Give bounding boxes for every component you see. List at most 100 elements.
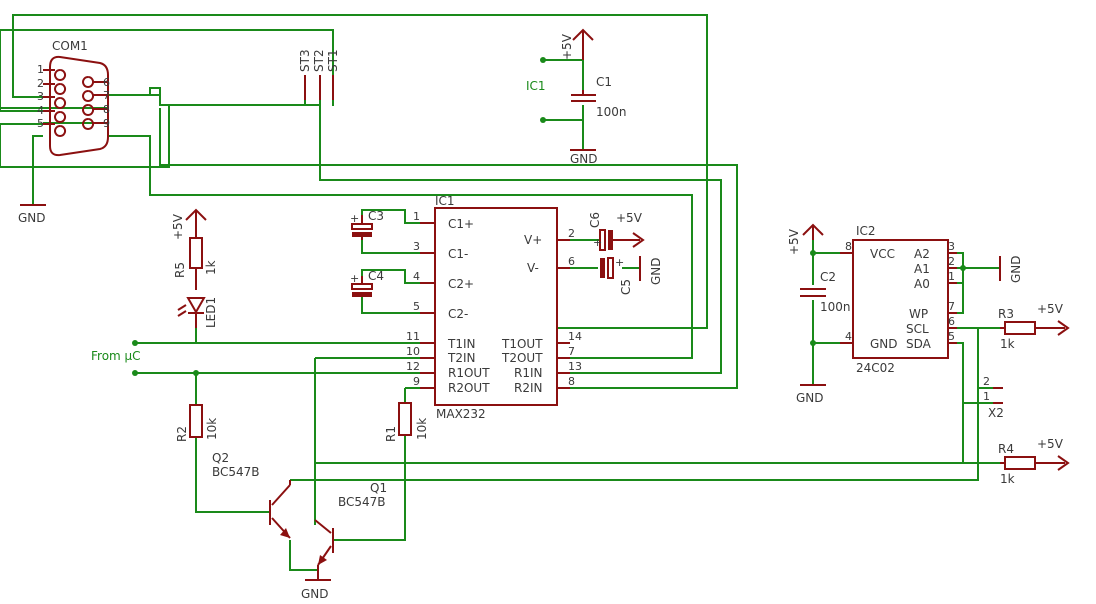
gnd-label-c1: GND: [570, 152, 598, 166]
x2-pin-1: 1: [983, 390, 990, 403]
r2-resistor: R2 10k: [175, 404, 219, 442]
max232-pin-t1in: T1IN: [447, 337, 475, 351]
com1-pin-7: 7: [103, 89, 110, 102]
ic2-pin-a2: A2: [914, 247, 930, 261]
ic2-pin-wp: WP: [909, 307, 928, 321]
r5-label: R5: [173, 262, 187, 278]
st-jumpers: ST3 ST2 ST1: [298, 49, 340, 100]
ic2-pin-a0: A0: [914, 277, 930, 291]
max232-num-2: 2: [568, 227, 575, 240]
x2-label: X2: [988, 406, 1004, 420]
c2-label: C2: [820, 270, 836, 284]
q1-label: Q1: [370, 481, 387, 495]
led1: LED1: [177, 297, 218, 328]
ic2-pin-vcc: VCC: [870, 247, 895, 261]
c5-label: C5: [619, 279, 633, 295]
r1-label: R1: [384, 426, 398, 442]
com1-pin-4: 4: [37, 104, 44, 117]
ic2-num-4: 4: [845, 330, 852, 343]
plus5v-c1: +5V: [560, 33, 574, 60]
r4-resistor: R4 1k +5V: [998, 437, 1070, 486]
com1-label: COM1: [52, 39, 88, 53]
ic1-power-label: IC1: [526, 79, 546, 93]
max232-num-6: 6: [568, 255, 575, 268]
max232-num-5: 5: [413, 300, 420, 313]
gnd-label-ic2: GND: [1009, 255, 1023, 283]
st1-label: ST1: [326, 49, 340, 72]
max232-pin-r1in: R1IN: [514, 366, 543, 380]
max232-num-4: 4: [413, 270, 420, 283]
c1-label: C1: [596, 75, 612, 89]
ic2-num-7: 7: [948, 300, 955, 313]
c4-capacitor: + C4: [350, 269, 384, 297]
r1-value: 10k: [415, 418, 429, 440]
com1-pin-1: 1: [37, 63, 44, 76]
junctions: [132, 57, 966, 376]
plus5v-c2: +5V: [787, 228, 801, 255]
c1-value: 100n: [596, 105, 627, 119]
r3-resistor: R3 1k +5V: [998, 302, 1070, 351]
max232-num-14: 14: [568, 330, 582, 343]
r4-value: 1k: [1000, 472, 1015, 486]
com1-pin-5: 5: [37, 117, 44, 130]
led1-label: LED1: [204, 297, 218, 328]
gnd-symbol-q1: GND: [301, 579, 331, 601]
q2-transistor: Q2 BC547B: [212, 451, 291, 539]
com1-connector: COM1 1 2 3 4 5 6 7 8 9: [37, 39, 110, 157]
max232-num-1: 1: [413, 210, 420, 223]
ic2-part: 24C02: [856, 361, 895, 375]
max232-pin-t2out: T2OUT: [501, 351, 543, 365]
plus5v-r5: +5V: [171, 213, 185, 240]
c6-plus: +: [593, 236, 602, 249]
c4-label: C4: [368, 269, 384, 283]
com1-pin-2: 2: [37, 77, 44, 90]
ic2-num-8: 8: [845, 240, 852, 253]
max232-num-13: 13: [568, 360, 582, 373]
r3-value: 1k: [1000, 337, 1015, 351]
max232-num-12: 12: [406, 360, 420, 373]
r2-label: R2: [175, 426, 189, 442]
r5-resistor: +5V R5 1k: [171, 208, 218, 290]
ic2-num-5: 5: [948, 330, 955, 343]
c2-value: 100n: [820, 300, 851, 314]
max232-pin-vm: V-: [527, 261, 539, 275]
c3-capacitor: + C3: [350, 209, 384, 240]
gnd-label-com1: GND: [18, 211, 46, 225]
gnd-label-c5: GND: [649, 257, 663, 285]
max232-pin-c2p: C2+: [448, 277, 474, 291]
c6-label: C6: [588, 212, 602, 228]
com1-pin-9: 9: [103, 117, 110, 130]
x2-pin-2: 2: [983, 375, 990, 388]
ic1-label: IC1: [435, 194, 455, 208]
ic2-num-6: 6: [948, 315, 955, 328]
max232-num-9: 9: [413, 375, 420, 388]
gnd-symbol-ic2: GND: [999, 255, 1023, 283]
c5-capacitor: + C5 GND: [600, 256, 663, 295]
max232-ic: IC1 MAX232 C1+ C1- C2+ C2- T1IN T2IN R1O…: [406, 194, 582, 421]
max232-num-8: 8: [568, 375, 575, 388]
c2-capacitor: +5V C2 100n GND: [787, 223, 851, 405]
q2-label: Q2: [212, 451, 229, 465]
com1-pin-3: 3: [37, 90, 44, 103]
plus5v-c6: +5V: [616, 211, 643, 225]
x2-connector: 2 1 X2: [983, 375, 1004, 420]
ic2-label: IC2: [856, 224, 876, 238]
max232-num-11: 11: [406, 330, 420, 343]
ic2-pin-a1: A1: [914, 262, 930, 276]
wires: [0, 14, 1000, 580]
c4-plus: +: [350, 272, 359, 285]
c1-capacitor: +5V C1 100n GND IC1: [526, 28, 627, 166]
q1-transistor: Q1 BC547B: [314, 481, 387, 580]
plus5v-r4: +5V: [1037, 437, 1064, 451]
com1-pin-6: 6: [103, 76, 110, 89]
max232-pin-r2in: R2IN: [514, 381, 543, 395]
max232-pin-t1out: T1OUT: [501, 337, 543, 351]
c5-plus: +: [615, 256, 624, 269]
ic2-num-3: 3: [948, 240, 955, 253]
from-uc-label: From µC: [91, 349, 141, 363]
ic2-num-2: 2: [948, 255, 955, 268]
max232-num-7: 7: [568, 345, 575, 358]
ic2-eeprom: IC2 24C02 VCC GND A2 A1 A0 WP SCL SDA 8 …: [840, 224, 957, 375]
st2-label: ST2: [312, 49, 326, 72]
max232-pin-c2m: C2-: [448, 307, 468, 321]
